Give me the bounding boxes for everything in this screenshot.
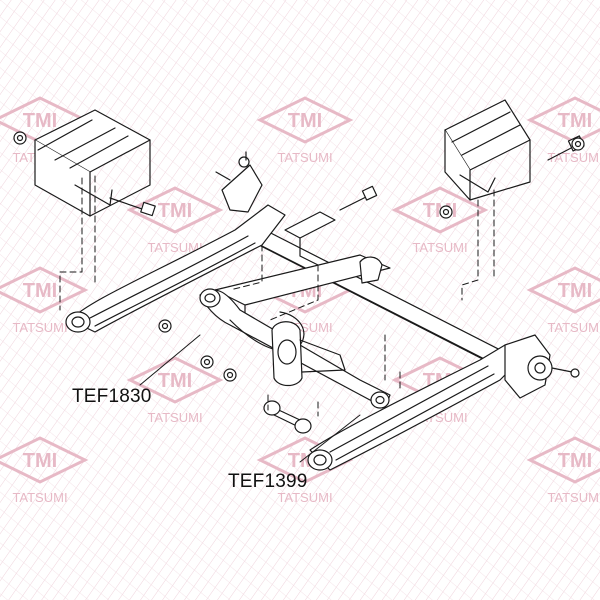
right-body-rail (444, 99, 531, 201)
watermark-brand-text: TATSUMI (277, 490, 332, 505)
right-hub-knuckle (504, 334, 580, 399)
watermark-brand-text: TATSUMI (12, 320, 67, 335)
left-trailing-arm (65, 151, 286, 333)
watermark-diamond (126, 356, 224, 404)
watermark-logo-text: TMI (23, 280, 57, 302)
watermark-diamond (0, 266, 89, 314)
leader-tef1830 (139, 334, 201, 386)
watermark-logo: TMI TATSUMI (0, 266, 89, 335)
watermark-logo: TMI TATSUMI (0, 436, 89, 505)
center-bracket (271, 321, 346, 387)
watermark-brand-text: TATSUMI (12, 490, 67, 505)
watermark-logo-text: TMI (158, 200, 192, 222)
watermark-logo: TMI TATSUMI (256, 96, 354, 165)
watermark-brand-text: TATSUMI (547, 150, 600, 165)
watermark-logo-text: TMI (23, 450, 57, 472)
watermark-diamond (526, 436, 600, 484)
watermark-logo-text: TMI (558, 110, 592, 132)
leader-tef1399 (299, 414, 361, 463)
part-label-2: TEF1399 (228, 471, 308, 492)
watermark-brand-text: TATSUMI (547, 490, 600, 505)
part-label-1: TEF1830 (72, 386, 152, 407)
fasteners (13, 131, 585, 382)
watermark-diamond (526, 96, 600, 144)
watermark-diamond (256, 96, 354, 144)
left-body-rail (34, 109, 151, 217)
watermark-diamond (0, 436, 89, 484)
watermark-logo-text: TMI (558, 450, 592, 472)
subframe-crossmember (254, 211, 521, 379)
watermark-brand-text: TATSUMI (147, 410, 202, 425)
watermark-logo-text: TMI (23, 110, 57, 132)
watermark-logo-text: TMI (158, 370, 192, 392)
watermark-logo-text: TMI (558, 280, 592, 302)
watermark-brand-text: TATSUMI (277, 150, 332, 165)
watermark-logo: TMI TATSUMI (126, 356, 224, 425)
watermark-diamond (526, 266, 600, 314)
watermark-logo: TMI TATSUMI (526, 266, 600, 335)
watermark-diamond (391, 186, 489, 234)
watermark-brand-text: TATSUMI (147, 240, 202, 255)
watermark-diamond (126, 186, 224, 234)
assembly-guides (59, 175, 495, 417)
right-trailing-arm (307, 344, 521, 471)
watermark-brand-text: TATSUMI (547, 320, 600, 335)
watermark-logo-text: TMI (288, 110, 322, 132)
watermark-logo: TMI TATSUMI (126, 186, 224, 255)
part-drawing (13, 99, 585, 471)
watermark-brand-text: TATSUMI (412, 240, 467, 255)
watermark-logo: TMI TATSUMI (526, 436, 600, 505)
